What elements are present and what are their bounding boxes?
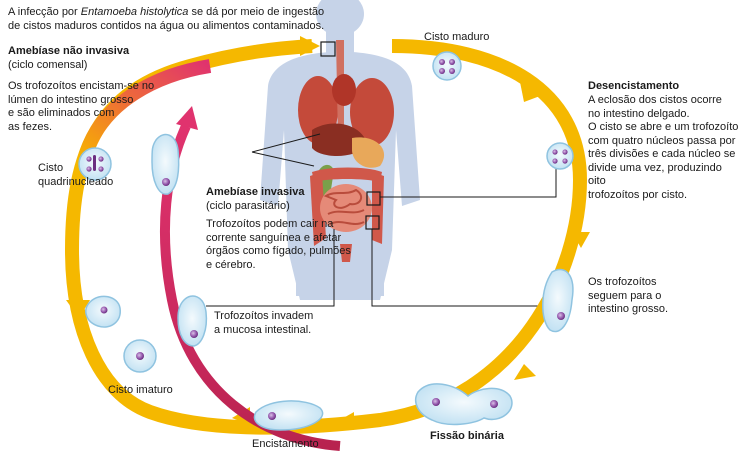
encystation-label: Encistamento [252,438,319,450]
trophozoite-lower-left [177,295,208,347]
non-invasive-title: Amebíase não invasiva [8,45,130,57]
mature-cyst-label: Cisto maduro [424,31,490,43]
invasive-subtitle: (ciclo parasitário) [206,200,290,212]
small-intestine-inset-box [366,191,381,206]
quadrinucleate-cyst [78,147,112,181]
encysting-trophozoite [253,400,324,431]
trophozoite-right [542,268,574,333]
binary-fission-cells [414,383,513,426]
invasive-title: Amebíase invasiva [206,186,305,198]
small-trophozoite-left [85,295,121,328]
excystation-title: Desencistamento [588,80,680,92]
excystation-body: A eclosão dos cistos ocorre no intestino… [588,94,739,201]
non-invasive-gradient-segment [77,59,212,163]
mature-cyst-top [432,51,462,81]
digestive-organs [298,40,394,262]
intro-text: A infecção por Entamoeba histolytica se … [8,6,325,32]
excysting-cyst [546,142,574,170]
immature-cyst [123,339,157,373]
mouth-inset-box [320,41,336,57]
to-large-intestine-text: Os trofozoítos seguem para o intestino g… [588,276,669,315]
binary-fission-label: Fissão binária [430,430,504,442]
non-invasive-subtitle: (ciclo comensal) [8,59,88,71]
non-invasive-body: Os trofozoítos encistam-se no lúmen do i… [8,80,155,133]
invasive-body: Trofozoítos podem cair na corrente sangu… [206,218,351,271]
connector-lines [206,133,557,307]
invasive-arrowhead [176,106,198,130]
mucosa-invasion-text: Trofozoítos invadem a mucosa intestinal. [214,310,314,336]
cycle-arrowheads [66,36,590,430]
trophozoite-upper-left [151,133,180,195]
quadrinucleate-cyst-label: Cisto quadrinucleado [38,162,114,188]
immature-cyst-label: Cisto imaturo [108,384,173,396]
